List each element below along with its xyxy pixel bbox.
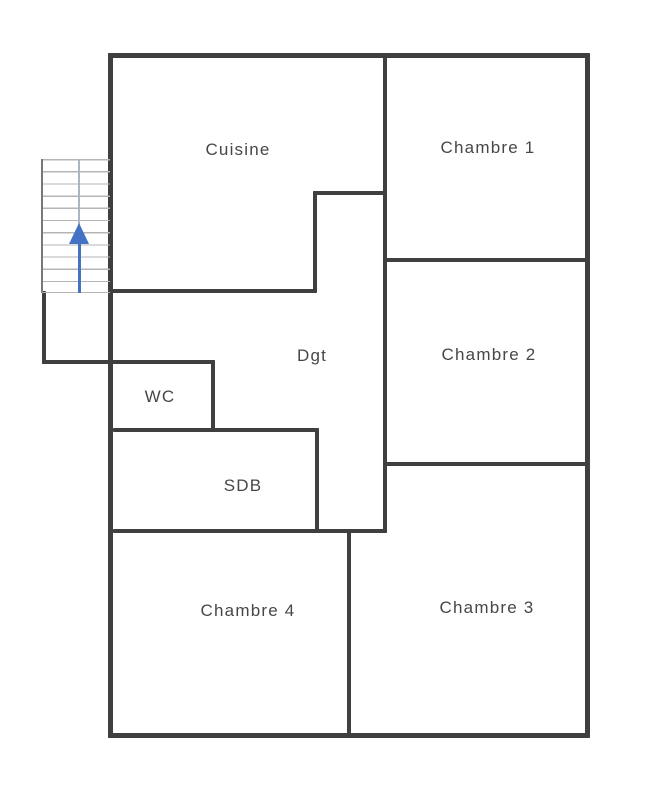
wall-outer-left — [108, 53, 113, 738]
wall-notch-top — [313, 191, 387, 195]
wall-cuisine-bottom — [110, 289, 317, 293]
wall-sdb-bottom — [113, 529, 387, 533]
wall-sdb-right — [315, 428, 319, 533]
staircase — [41, 159, 110, 293]
room-label-chambre-3: Chambre 3 — [439, 598, 535, 617]
wall-landing-bottom-wc-top — [42, 360, 215, 364]
room-label-dgt: Dgt — [296, 346, 328, 365]
wall-outer-top — [108, 53, 590, 58]
up-arrow-icon — [69, 223, 89, 244]
room-label-chambre-1: Chambre 1 — [440, 138, 536, 157]
wall-corridor-right — [383, 53, 387, 533]
wall-landing-left — [42, 291, 46, 364]
wall-chambre4-right — [347, 529, 351, 738]
up-arrow-stem — [77, 243, 81, 293]
wall-chambre2-bottom — [385, 462, 588, 466]
room-label-chambre-2: Chambre 2 — [441, 345, 537, 364]
room-label-cuisine: Cuisine — [205, 140, 271, 159]
room-label-wc: WC — [144, 387, 176, 406]
wall-outer-right — [585, 53, 590, 738]
room-label-sdb: SDB — [223, 476, 263, 495]
wall-wc-right — [211, 360, 215, 432]
wall-wc-bottom-sdb-top — [113, 428, 319, 432]
wall-notch-left — [313, 191, 317, 293]
room-label-chambre-4: Chambre 4 — [200, 601, 296, 620]
wall-chambre1-bottom — [385, 258, 588, 262]
